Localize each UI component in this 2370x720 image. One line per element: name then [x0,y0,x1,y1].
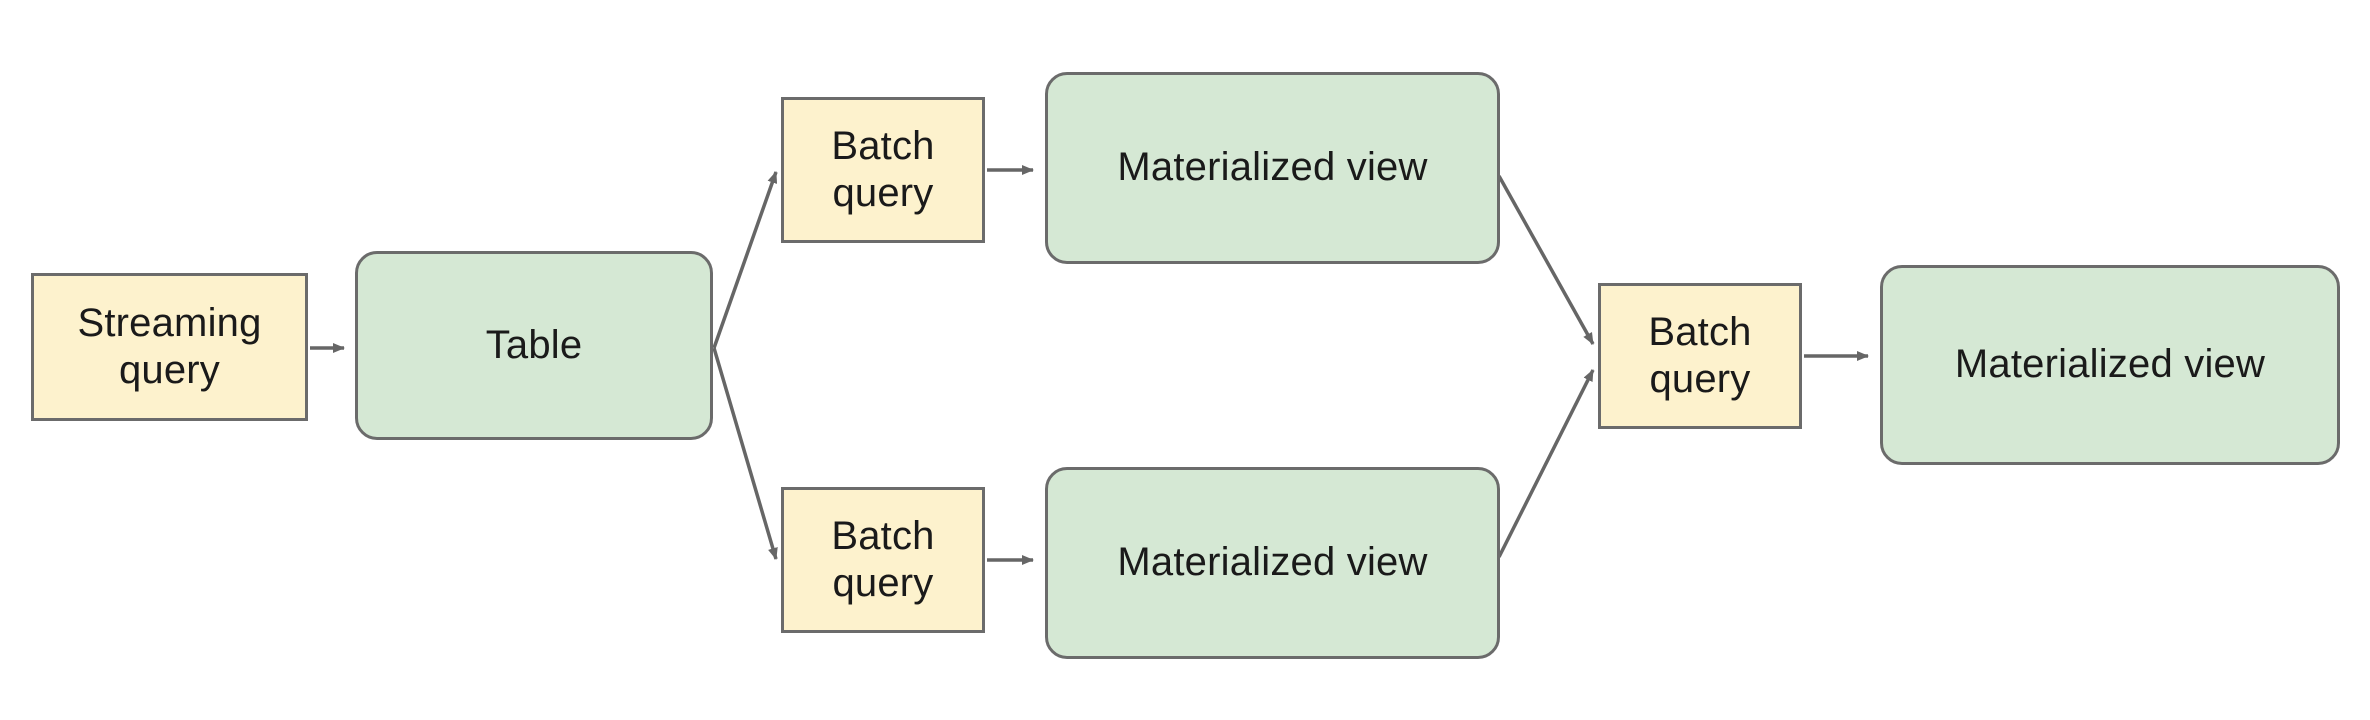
node-batch-query-bottom[interactable]: Batch query [781,487,985,633]
node-materialized-view-bottom-label: Materialized view [1117,540,1428,585]
edge-table-to-batch-query-bottom [712,347,778,560]
node-batch-query-top[interactable]: Batch query [781,97,985,243]
node-table[interactable]: Table [355,251,713,440]
edge-materialized-view-top-to-batch-query-join [1497,175,1595,345]
node-materialized-view-final[interactable]: Materialized view [1880,265,2340,465]
node-streaming-query-label: Streaming query [77,300,262,392]
node-batch-query-bottom-label: Batch query [831,513,935,605]
node-materialized-view-top[interactable]: Materialized view [1045,72,1500,264]
node-materialized-view-bottom[interactable]: Materialized view [1045,467,1500,659]
node-batch-query-join-label: Batch query [1648,309,1752,401]
node-batch-query-top-label: Batch query [831,123,935,215]
node-table-label: Table [485,322,583,367]
node-streaming-query[interactable]: Streaming query [31,273,308,421]
node-materialized-view-top-label: Materialized view [1117,145,1428,190]
node-batch-query-join[interactable]: Batch query [1598,283,1802,429]
edge-table-to-batch-query-top [712,171,778,349]
edge-materialized-view-bottom-to-batch-query-join [1497,369,1595,558]
node-materialized-view-final-label: Materialized view [1954,342,2266,387]
